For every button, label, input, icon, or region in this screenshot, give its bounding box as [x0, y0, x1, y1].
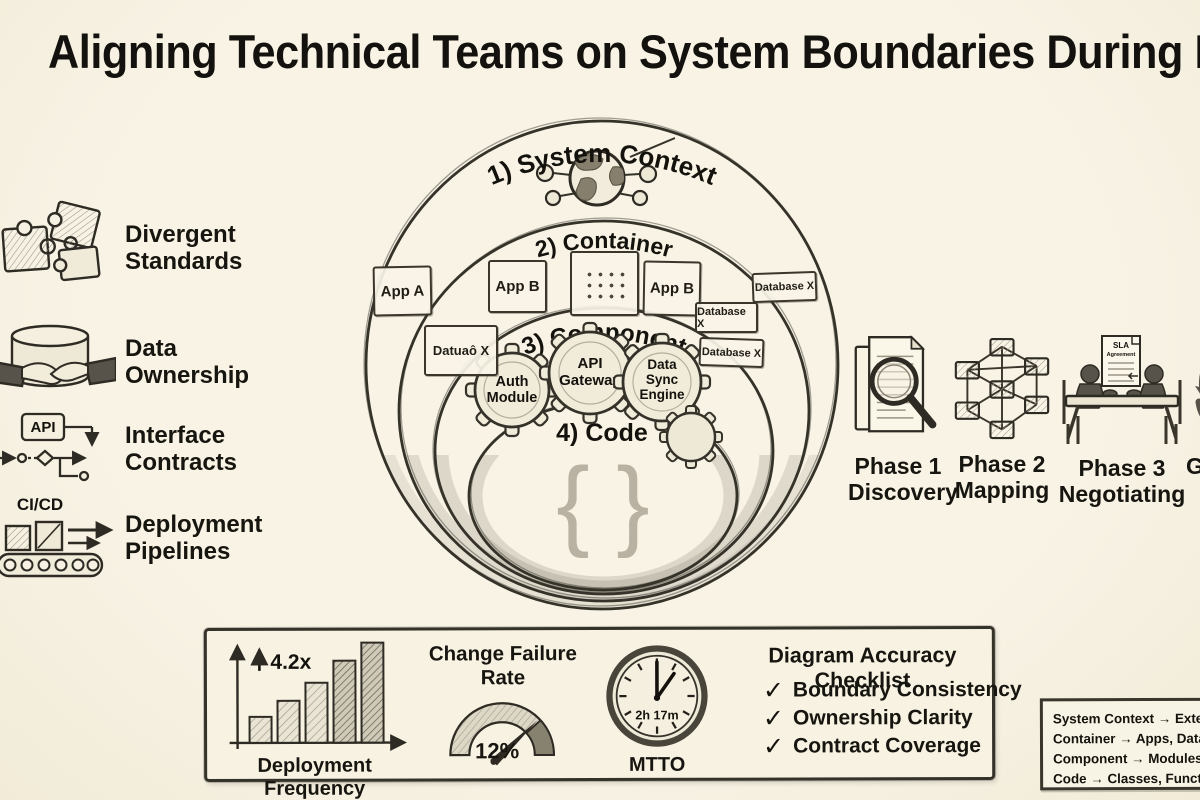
cicd-badge-label: CI/CD: [17, 495, 63, 514]
gear-label: Sync: [646, 372, 679, 387]
metrics-panel: 4.2x Deployment Frequency Change Failure…: [203, 625, 1022, 800]
change-failure-rate-value: 12%: [475, 738, 520, 764]
challenge-label-line: Divergent: [125, 221, 236, 248]
dot-grid-icon: [581, 266, 628, 301]
phase-2-column: Phase 2 Mapping: [952, 334, 1052, 504]
container-box-dotted: [570, 251, 639, 316]
mtto-time-value: 2h 17m: [635, 708, 678, 722]
small-gear-icon: [659, 405, 723, 469]
challenge-label-line: Interface: [125, 422, 226, 449]
challenge-label-line: Contracts: [125, 448, 238, 476]
deployment-multiplier: 4.2x: [270, 651, 311, 674]
container-box-app-b: App B: [642, 260, 702, 317]
checklist-item-label: Boundary Consistency: [792, 677, 1022, 702]
checklist-item: ✓ Contract Coverage: [763, 731, 981, 762]
cycle-arrows-icon: [1195, 374, 1200, 417]
c4-legend-box: System Context → External U Container → …: [1039, 697, 1200, 791]
mtto-label: MTTO: [628, 753, 686, 776]
checklist-item-label: Ownership Clarity: [792, 706, 973, 730]
phase-name: Negotiating: [1058, 481, 1186, 508]
phase-number: G: [1186, 453, 1200, 479]
container-box-app-a: App A: [372, 265, 433, 317]
container-box-database-x: Database X: [751, 270, 818, 304]
code-braces-icon: {: [556, 447, 589, 559]
checklist-item: ✓ Boundary Consistency: [763, 675, 1022, 706]
challenge-label-line: Pipelines: [125, 537, 231, 565]
legend-line: Code → Classes, Functions: [1053, 771, 1200, 787]
challenge-data-ownership: Data Ownership: [125, 335, 285, 390]
legend-line: System Context → External U: [1052, 710, 1200, 727]
puzzle-pieces-icon: [1, 200, 101, 282]
gear-label: API: [577, 355, 602, 372]
deployment-frequency-label: Deployment Frequency: [257, 754, 372, 800]
challenge-divergent-standards: Divergent Standards: [125, 221, 285, 276]
legend-line: Container → Apps, Databas: [1052, 730, 1200, 747]
challenge-label-line: Standards: [125, 247, 243, 275]
negotiation-table-icon: SLA Agreement: [1062, 335, 1182, 444]
container-box-database-x: Database X: [698, 336, 765, 369]
phase-name: Discovery: [848, 479, 958, 506]
page-title: Aligning Technical Teams on System Bound…: [48, 25, 1200, 78]
api-contract-icon: API: [0, 412, 100, 482]
challenge-label-line: Ownership: [125, 361, 250, 389]
gear-label: Gateway: [559, 372, 621, 389]
clock-icon: 2h 17m: [606, 645, 708, 747]
network-map-icon: [954, 337, 1050, 440]
globe-icon: [535, 137, 676, 207]
gear-label: Module: [487, 390, 538, 406]
container-box-database-x: Database X: [695, 302, 758, 333]
document-magnifier-icon: [854, 335, 937, 433]
sla-doc-title: SLA: [1113, 341, 1129, 350]
gear-label: Data: [647, 357, 677, 372]
concentric-rings-drawing: 1) System Context 2) Container 3) Compon…: [363, 117, 840, 611]
checklist-item: ✓ Ownership Clarity: [763, 703, 973, 734]
container-box-app-b: App B: [488, 260, 547, 313]
phase-1-column: Phase 1 Discovery: [848, 332, 958, 506]
checklist-item-label: Contract Coverage: [793, 734, 981, 758]
challenge-label-line: Data: [125, 335, 178, 362]
challenge-interface-contracts: Interface Contracts: [125, 422, 285, 477]
api-gateway-gear: API Gateway: [538, 321, 642, 425]
gear-label: Engine: [639, 387, 684, 402]
deployment-frequency-chart: 4.2x: [228, 641, 407, 751]
checkmark-icon: ✓: [762, 676, 784, 705]
phase-number: Phase 1: [854, 453, 942, 479]
checkmark-icon: ✓: [763, 732, 785, 761]
cicd-pipeline-icon: CI/CD: [0, 495, 114, 578]
phase-number: Phase 2: [958, 451, 1046, 477]
challenge-deployment-pipelines: Deployment Pipelines: [125, 511, 285, 566]
gauge-icon: [449, 702, 556, 766]
checkmark-icon: ✓: [763, 704, 785, 733]
challenge-label-line: Deployment: [125, 511, 263, 538]
container-box-database-left: Datuaô X: [424, 325, 498, 376]
phase-name: Mapping: [954, 477, 1050, 504]
phase-4-column: G: [1186, 336, 1200, 479]
ring-label-code: 4) Code: [556, 419, 648, 447]
code-braces-icon: }: [616, 447, 649, 559]
legend-line: Component → Modules, Mic: [1053, 751, 1200, 767]
gear-label: Auth: [495, 374, 528, 390]
phase-number: Phase 3: [1078, 455, 1166, 481]
handshake-database-icon: [0, 324, 116, 388]
api-badge-label: API: [30, 419, 55, 436]
phase-3-column: SLA Agreement: [1056, 332, 1188, 508]
sla-doc-subtitle: Agreement: [1107, 352, 1136, 358]
